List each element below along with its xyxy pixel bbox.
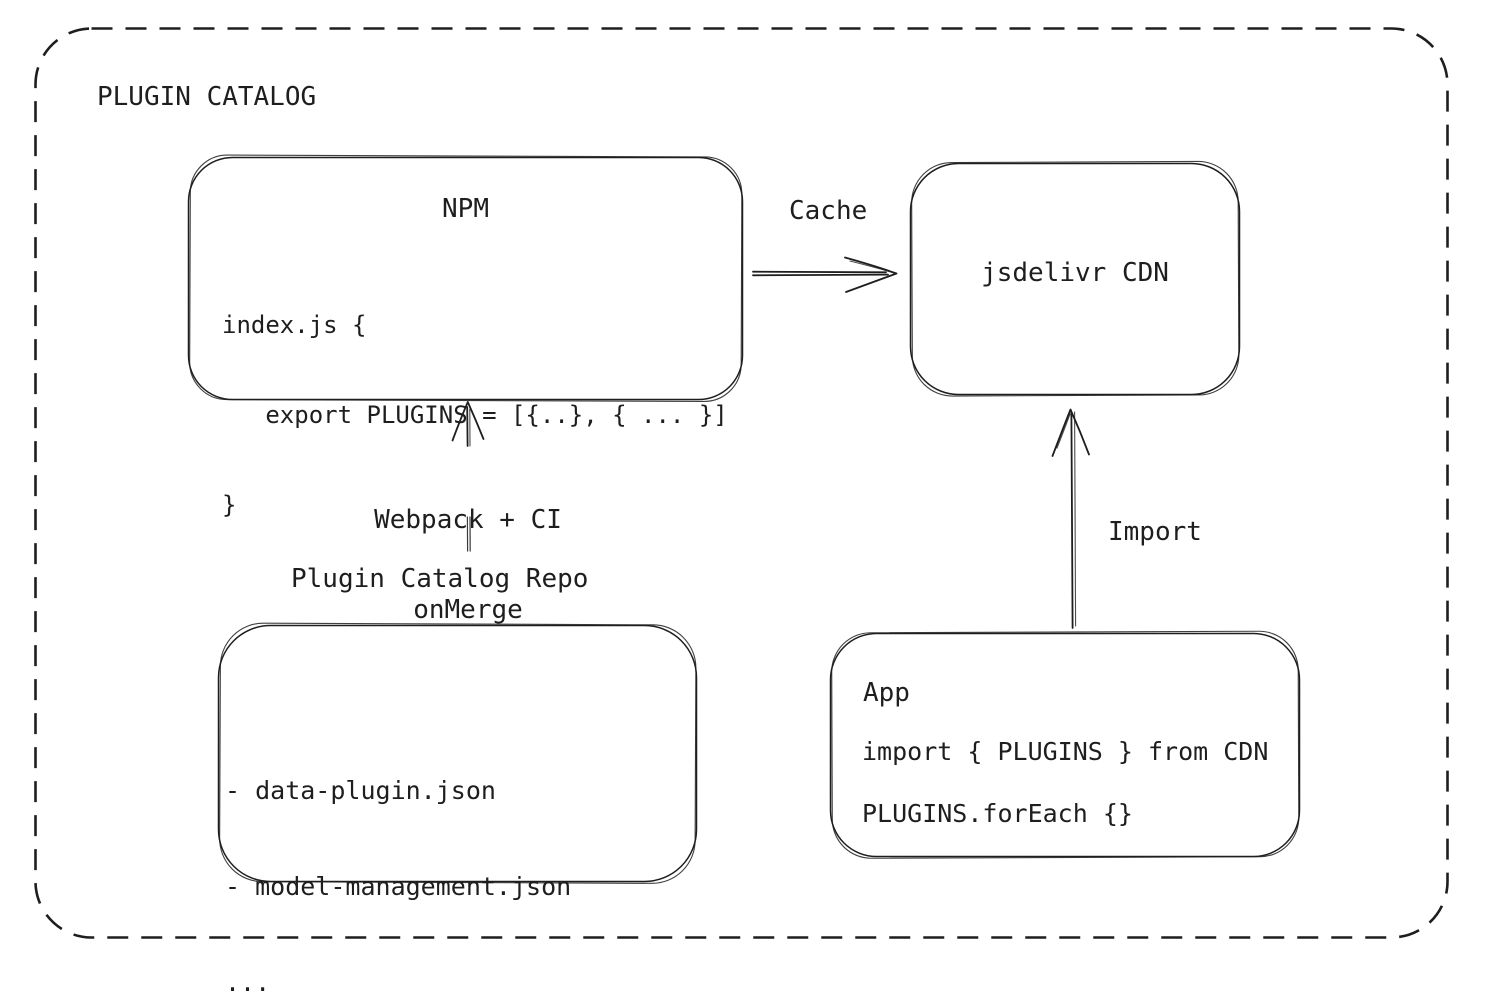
- import-arrow-head-sketch: [1056, 413, 1071, 449]
- repo-file-item: ...: [225, 968, 271, 997]
- app-code-import-line: import { PLUGINS } from CDN: [862, 737, 1269, 766]
- app-box: [829, 632, 1301, 858]
- cdn-box: [909, 162, 1241, 396]
- cdn-box-sketch: [911, 160, 1240, 397]
- build-arrow: [451, 401, 485, 552]
- cache-arrow-head: [844, 256, 898, 293]
- app-code-foreach-line: PLUGINS.forEach {}: [862, 799, 1133, 828]
- cache-arrow: [752, 256, 898, 293]
- app-box-title: App: [863, 678, 910, 708]
- npm-code-line: }: [222, 491, 237, 519]
- import-arrow-head: [1051, 408, 1090, 457]
- import-arrow-shaft-line2: [1074, 411, 1077, 627]
- import-arrow-shaft-line1: [1070, 412, 1074, 629]
- npm-code-line: export PLUGINS = [{..}, { ... }]: [222, 401, 728, 429]
- repo-file-list: - data-plugin.json - model-management.js…: [225, 711, 571, 1002]
- cache-arrow-head-sketch: [849, 260, 895, 274]
- build-arrow-label-line2: onMerge: [413, 595, 523, 625]
- import-arrow-label: Import: [1108, 517, 1202, 547]
- app-box-sketch: [831, 630, 1300, 859]
- npm-box-sketch: [189, 154, 743, 402]
- npm-code-block: index.js { export PLUGINS = [{..}, { ...…: [222, 250, 728, 580]
- import-arrow: [1051, 408, 1090, 629]
- repo-file-item: - model-management.json: [225, 872, 572, 901]
- repo-file-item: - data-plugin.json: [225, 776, 496, 805]
- cache-arrow-label: Cache: [789, 196, 868, 226]
- cache-arrow-shaft-line1: [752, 270, 887, 274]
- build-arrow-label: Webpack + CI onMerge: [318, 445, 618, 685]
- diagram-title: PLUGIN CATALOG: [97, 82, 317, 112]
- npm-box: [187, 156, 744, 401]
- repo-box-sketch: [219, 622, 697, 884]
- npm-code-line: index.js {: [222, 311, 367, 339]
- build-arrow-label-line1: Webpack + CI: [374, 505, 562, 535]
- repo-box-label: Plugin Catalog Repo: [291, 564, 589, 594]
- catalog-boundary-border: [34, 27, 1449, 939]
- build-arrow-head: [451, 401, 485, 442]
- repo-box: [217, 624, 698, 883]
- cdn-box-label: jsdelivr CDN: [981, 258, 1169, 288]
- cache-arrow-shaft-line2: [752, 273, 889, 277]
- npm-box-title: NPM: [442, 194, 489, 224]
